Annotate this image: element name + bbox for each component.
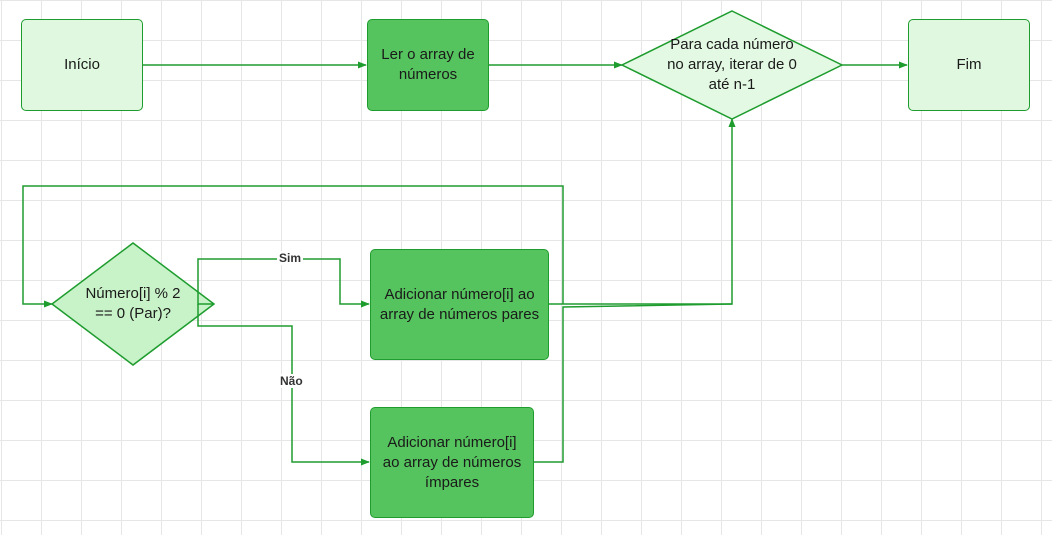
add-odd-node[interactable]: Adicionar número[i] ao array de números … xyxy=(370,407,534,518)
edge-condition-yes xyxy=(197,258,370,308)
edge-no-label: Não xyxy=(278,374,305,388)
edge-condition-no xyxy=(197,304,370,466)
start-node-label: Início xyxy=(64,56,100,73)
add-even-node-label: Adicionar número[i] ao array de números … xyxy=(379,285,540,323)
condition-diamond-shape[interactable] xyxy=(50,242,216,366)
add-odd-node-label: Adicionar número[i] ao array de números … xyxy=(382,433,522,491)
read-array-node[interactable]: Ler o array de números xyxy=(367,19,489,111)
edge-loop-to-condition xyxy=(22,185,564,308)
read-array-node-label: Ler o array de números xyxy=(381,46,475,83)
edge-odd-to-loop xyxy=(534,303,733,463)
add-even-node[interactable]: Adicionar número[i] ao array de números … xyxy=(370,249,549,360)
edge-yes-label: Sim xyxy=(277,251,304,265)
end-node-label: Fim xyxy=(956,56,982,73)
loop-node-label: Para cada número no array, iterar de 0 a… xyxy=(667,36,797,93)
condition-node-label: Número[i] % 2 == 0 (Par)? xyxy=(85,285,181,322)
start-node[interactable]: Início xyxy=(21,19,143,111)
end-node[interactable]: Fim xyxy=(908,19,1030,111)
edge-even-to-loop xyxy=(549,118,736,305)
